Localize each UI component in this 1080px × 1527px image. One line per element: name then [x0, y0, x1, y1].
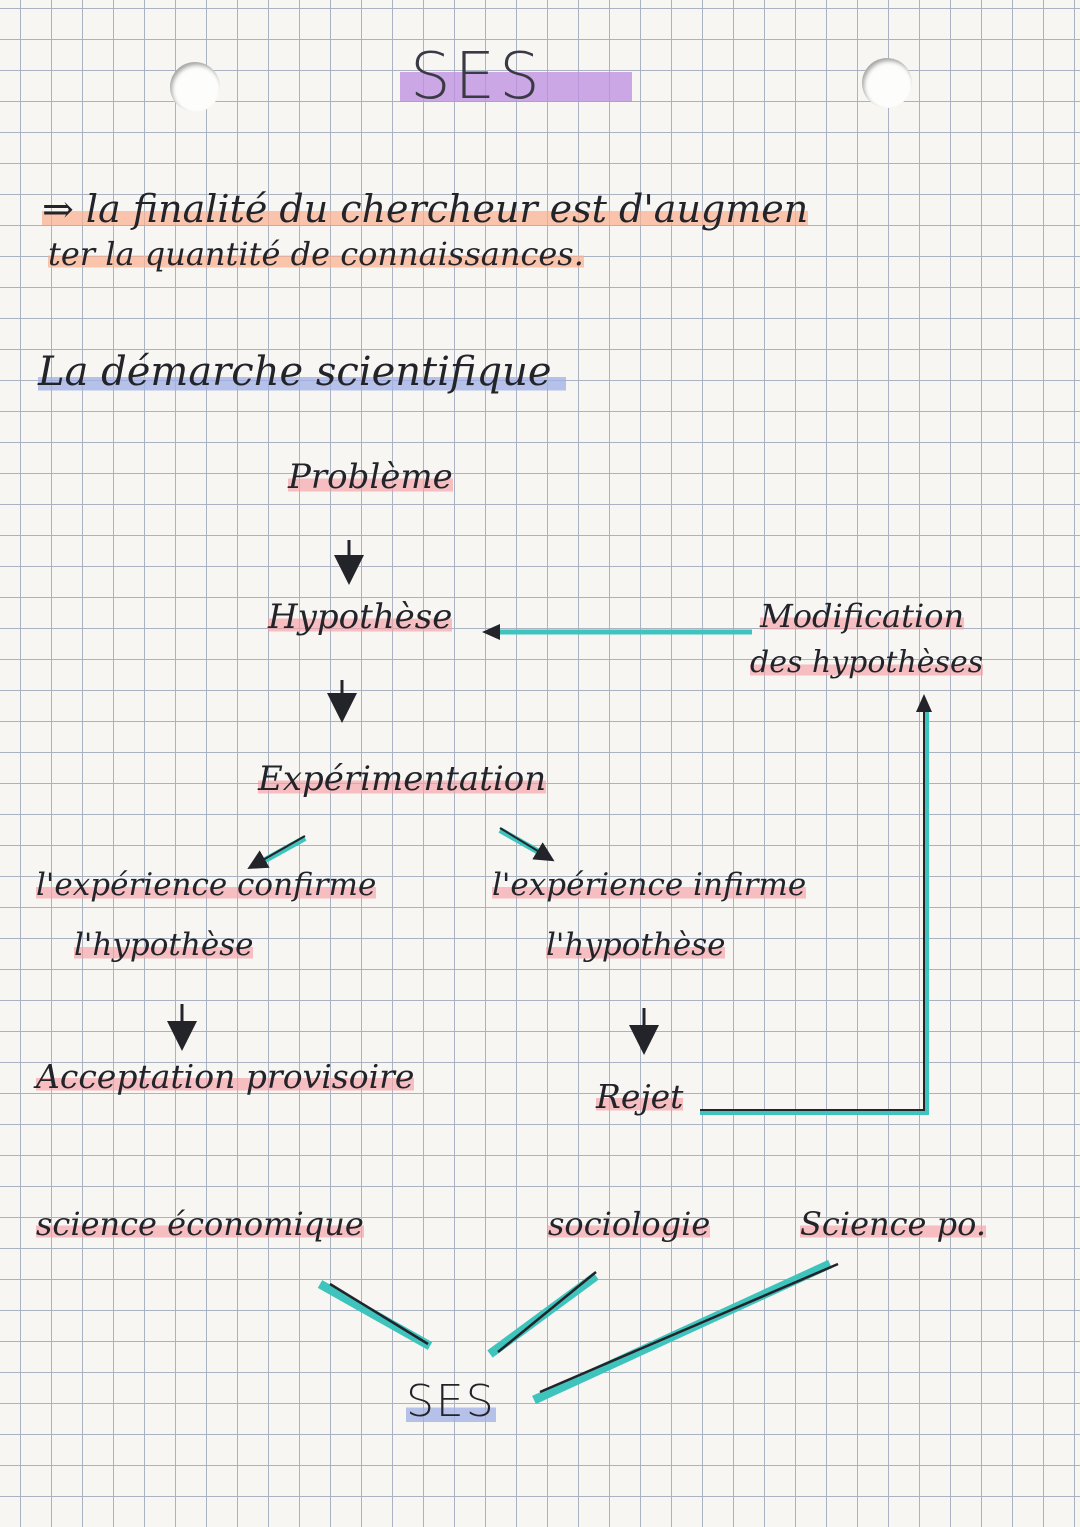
section-title: La démarche scientifique: [38, 352, 566, 392]
arrow-modification-hypothese: [482, 624, 752, 640]
line-eco-ses: [317, 1280, 433, 1350]
line-socio-ses: [487, 1271, 599, 1358]
node-acceptation: Acceptation provisoire: [36, 1057, 415, 1096]
binder-hole-right: [862, 58, 912, 108]
node-probleme: Problème: [288, 457, 453, 497]
intro-line-1: ⇒ la finalité du chercheur est d'augmen: [42, 187, 809, 231]
arrow-to-infirme: [498, 827, 555, 862]
page-title: SES: [410, 40, 544, 114]
discipline-socio: sociologie: [548, 1205, 711, 1243]
discipline-po: Science po.: [800, 1205, 987, 1243]
node-confirme-line1: l'expérience confirme: [36, 867, 377, 903]
title-highlight: [400, 72, 632, 102]
node-modification-line2: des hypothèses: [750, 645, 984, 680]
result-ses: SES: [406, 1376, 496, 1427]
node-experimentation: Expérimentation: [258, 759, 547, 799]
node-infirme-line1: l'expérience infirme: [492, 867, 807, 903]
binder-hole-left: [170, 62, 220, 112]
node-hypothese: Hypothèse: [268, 597, 453, 637]
discipline-eco: science économique: [36, 1205, 364, 1243]
arrow-rejet-modification: [700, 694, 932, 1115]
arrow-to-confirme: [247, 835, 307, 869]
node-infirme-line2: l'hypothèse: [546, 927, 726, 963]
intro-line-2: ter la quantité de connaissances.: [48, 235, 584, 273]
line-po-ses: [532, 1259, 839, 1405]
node-confirme-line2: l'hypothèse: [74, 927, 254, 963]
node-modification-line1: Modification: [760, 597, 965, 635]
node-rejet: Rejet: [596, 1077, 684, 1116]
